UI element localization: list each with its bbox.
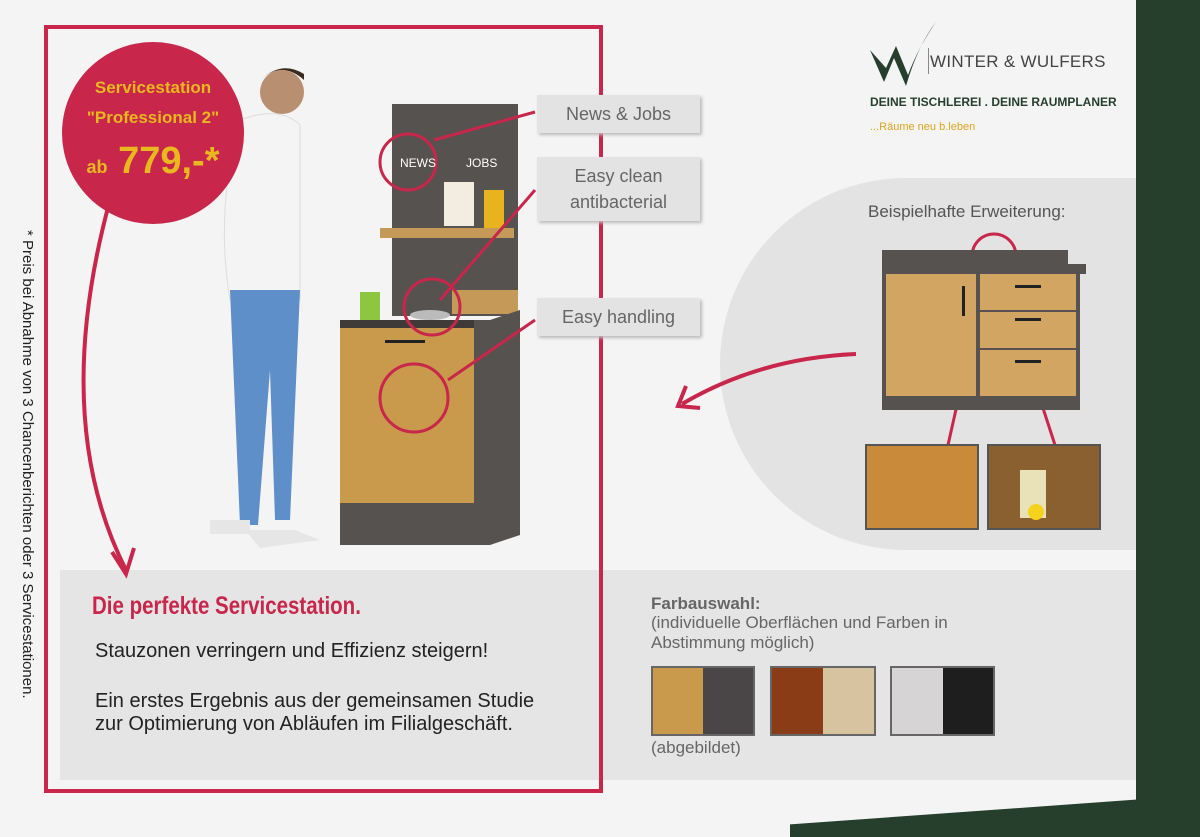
callout-news-jobs: News & Jobs — [537, 95, 700, 133]
badge-price: 779,-* — [118, 140, 220, 182]
product-frame — [44, 25, 603, 793]
jobs-label: JOBS — [466, 156, 498, 170]
swatch-walnut-light-oak[interactable] — [770, 666, 876, 736]
brand-name: WINTER & WULFERS — [930, 52, 1106, 71]
service-station — [340, 104, 520, 545]
arrows — [81, 199, 857, 579]
callout-easy-handling: Easy handling — [537, 298, 700, 336]
description: Ein erstes Ergebnis aus der gemeinsamen … — [95, 690, 535, 735]
badge-product-type: Servicestation — [94, 78, 212, 97]
callout-easy-clean: Easy clean antibacterial — [537, 157, 700, 221]
brand-tagline: DEINE TISCHLEREI . DEINE RAUMPLANER — [870, 95, 1117, 109]
badge-product-name: "Professional 2" — [86, 108, 220, 127]
extension-title: Beispielhafte Erweiterung: — [868, 202, 1066, 221]
swatch-grey-black[interactable] — [890, 666, 995, 736]
logo-w-icon — [870, 22, 936, 86]
extension-cabinet — [882, 250, 1086, 410]
swatch-oak-anthracite[interactable] — [651, 666, 755, 736]
example-photos — [865, 444, 1101, 530]
person-figure — [210, 68, 320, 548]
color-choice-title: Farbauswahl: — [651, 594, 761, 613]
badge-prefix: ab — [86, 157, 108, 177]
green-band — [1136, 0, 1200, 800]
news-label: NEWS — [400, 156, 436, 170]
price-badge: Servicestation "Professional 2" ab 779,-… — [62, 42, 244, 224]
headline: Die perfekte Servicestation. — [92, 592, 361, 620]
color-choice-subtitle: (individuelle Oberflächen und Farben in … — [651, 613, 948, 652]
subline: Stauzonen verringern und Effizienz steig… — [95, 640, 489, 662]
logo-divider — [928, 48, 929, 74]
brand-slogan: ...Räume neu b.leben — [870, 121, 976, 133]
swatch-note: (abgebildet) — [651, 738, 741, 757]
